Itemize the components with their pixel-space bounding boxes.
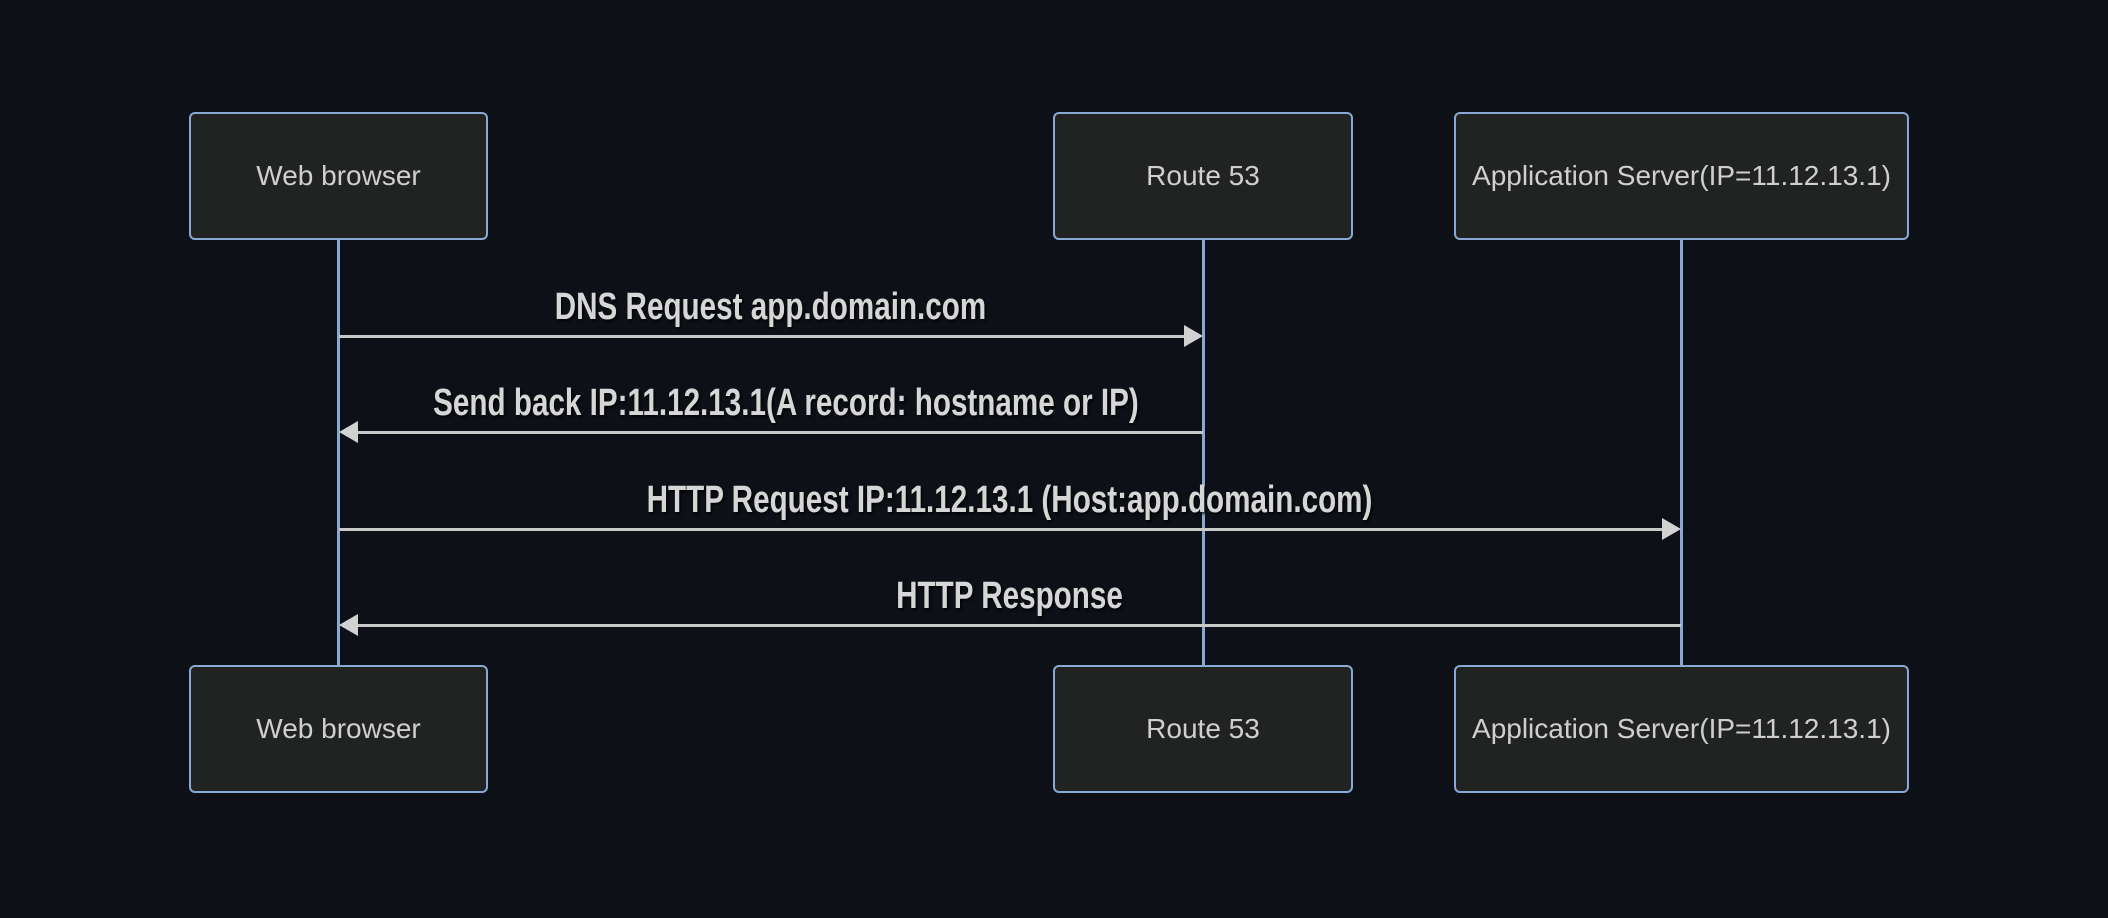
actor-label: Application Server(IP=11.12.13.1): [1472, 713, 1891, 744]
actor-web-browser-top: Web browser: [189, 112, 488, 240]
actor-app-server-bottom: Application Server(IP=11.12.13.1): [1454, 665, 1909, 793]
lifeline-app-server: [1680, 239, 1683, 666]
actor-label: Route 53: [1146, 160, 1260, 191]
message-line-dns-request: [338, 334, 1184, 338]
actor-app-server-top: Application Server(IP=11.12.13.1): [1454, 112, 1909, 240]
message-label-dns-request: DNS Request app.domain.com: [554, 286, 987, 328]
arrowhead-right-icon: [1661, 518, 1681, 540]
message-line-send-back-ip: [357, 430, 1203, 434]
arrowhead-left-icon: [338, 421, 358, 443]
actor-label: Application Server(IP=11.12.13.1): [1472, 160, 1891, 191]
message-label-send-back-ip: Send back IP:11.12.13.1(A record: hostna…: [433, 382, 1139, 424]
lifeline-web-browser: [337, 239, 340, 666]
actor-route-53-top: Route 53: [1053, 112, 1353, 240]
message-line-http-request: [338, 527, 1662, 531]
arrowhead-right-icon: [1184, 325, 1203, 347]
arrowhead-left-icon: [338, 614, 358, 636]
actor-label: Web browser: [256, 713, 421, 744]
message-label-http-request: HTTP Request IP:11.12.13.1 (Host:app.dom…: [646, 479, 1373, 521]
actor-label: Web browser: [256, 160, 421, 191]
actor-label: Route 53: [1146, 713, 1260, 744]
message-label-http-response: HTTP Response: [896, 575, 1123, 617]
message-line-http-response: [357, 623, 1681, 627]
lifeline-route-53: [1201, 239, 1205, 666]
actor-route-53-bottom: Route 53: [1053, 665, 1353, 793]
actor-web-browser-bottom: Web browser: [189, 665, 488, 793]
